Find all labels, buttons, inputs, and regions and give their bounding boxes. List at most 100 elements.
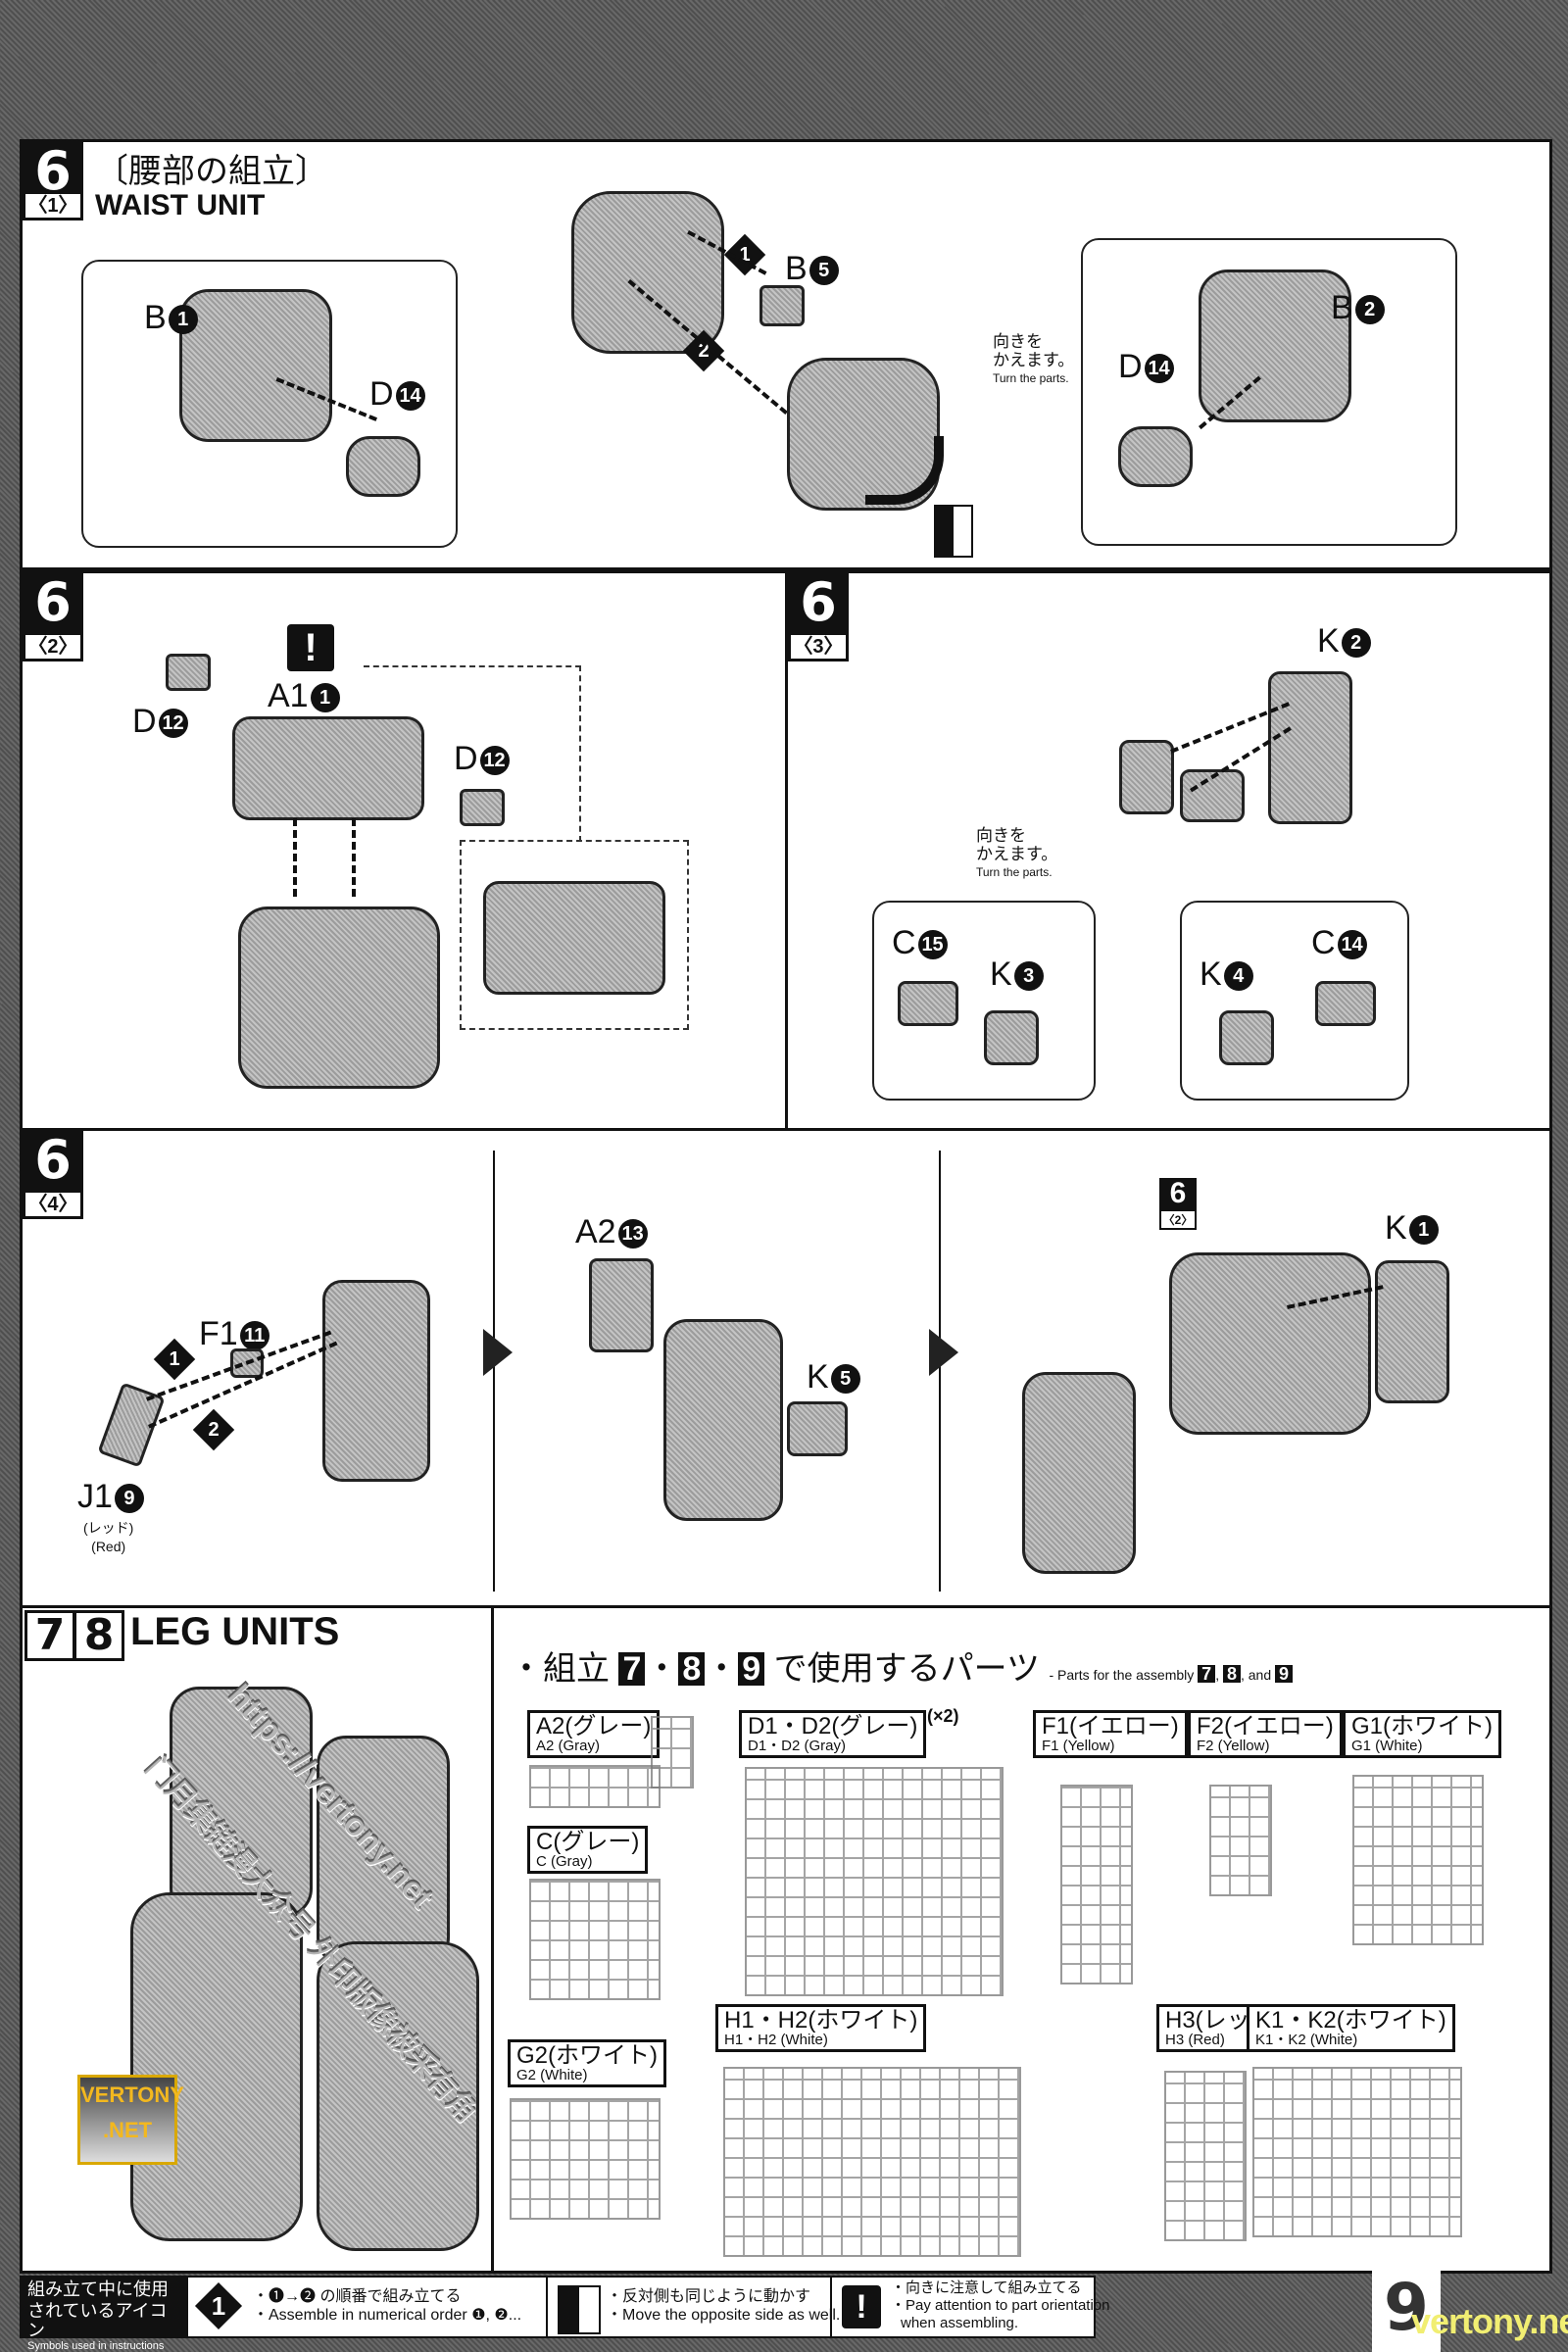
part-d14-drawing: [346, 436, 420, 497]
runner-h3-drawing: [1164, 2071, 1247, 2241]
substep-number: 〈1〉: [23, 191, 83, 220]
part-b5-drawing: [760, 285, 805, 326]
runner-qty-d1-d2: (×2): [927, 1706, 959, 1726]
ref-step-6-2: 6 〈2〉: [1159, 1178, 1197, 1230]
parts-list-panel: ・組立 7・8・9 で使用するパーツ - Parts for the assem…: [491, 1605, 1552, 2274]
legend-item-attention: ! ・向きに注意して組み立てる ・Pay attention to part o…: [830, 2278, 1109, 2336]
legend-item-order: 1 ・❶→❷ の順番で組み立てる ・Assemble in numerical …: [188, 2278, 546, 2336]
ref-substep-number: 〈2〉: [1159, 1209, 1197, 1230]
order-diamond-icon: 1: [194, 2281, 243, 2330]
part-k5-drawing: [787, 1401, 848, 1456]
substep-number: 〈3〉: [788, 632, 849, 662]
part-b2-drawing: [1199, 270, 1351, 422]
heading-prefix: ・組立: [510, 1650, 610, 1688]
heading-en: - Parts for the assembly 7, 8, and 9: [1049, 1665, 1294, 1683]
order-2-diamond: 2: [682, 329, 725, 372]
attention-icon: !: [287, 624, 334, 671]
ref-step-number: 6: [1159, 1178, 1197, 1209]
runner-h1-h2-drawing: [723, 2067, 1021, 2257]
runner-a2-drawing: [651, 1716, 694, 1788]
next-step-arrow-icon: [483, 1329, 513, 1376]
step-7-number: 7: [24, 1610, 75, 1661]
runner-label-g1: G1(ホワイト)G1 (White): [1343, 1710, 1501, 1758]
runner-label-f2: F2(イエロー)F2 (Yellow): [1188, 1710, 1343, 1758]
order-2-diamond: 2: [192, 1408, 235, 1451]
part-d12-drawing: [166, 654, 211, 691]
heading-sep: ・: [645, 1650, 679, 1688]
runner-g2-drawing: [510, 2098, 661, 2220]
legend-heading-jp1: 組み立て中に使用: [27, 2279, 169, 2299]
step-number: 6: [23, 142, 83, 198]
badge-line1: VERTONY: [80, 2082, 184, 2107]
part-k3-drawing: [984, 1010, 1039, 1065]
attention-icon: !: [842, 2285, 881, 2328]
part-k1-drawing: [1375, 1260, 1449, 1403]
badge-line2: .NET: [102, 2118, 153, 2142]
runner-label-h1-h2: H1・H2(ホワイト)H1・H2 (White): [715, 2004, 927, 2052]
detail-dotted-box: [460, 840, 689, 1030]
part-c14-drawing: [1315, 981, 1376, 1026]
assembly-arrow: [352, 818, 356, 897]
legend-heading-en: Symbols used in instructions: [27, 2340, 165, 2352]
part-a2-drawing: [589, 1258, 654, 1352]
substep-number: 〈2〉: [23, 632, 83, 662]
heading-step-7: 7: [618, 1652, 646, 1686]
part-b1-drawing: [179, 289, 332, 442]
part-a1-underside-drawing: [483, 881, 665, 995]
substep-number: 〈4〉: [23, 1190, 83, 1219]
step-78-panel: 7 8 LEG UNITS https://vertony.net 门月集链漫大…: [20, 1605, 494, 2274]
runner-d1-d2-drawing: [745, 1767, 1004, 1996]
part-waist-back-drawing: [571, 191, 724, 354]
legend-item-opposite: ・反対側も同じように動かす ・Move the opposite side as…: [546, 2278, 840, 2336]
legend-heading-jp2: されているアイコン: [27, 2301, 168, 2340]
leg-left-drawing: [170, 1687, 313, 1918]
part-thigh-armor-drawing: [663, 1319, 783, 1521]
part-k2-drawing: [1268, 671, 1352, 824]
heading-step-9: 9: [738, 1652, 765, 1686]
runner-k1-k2-drawing: [1252, 2067, 1462, 2237]
runner-g1-drawing: [1352, 1775, 1484, 1945]
part-thigh-assembly-drawing: [1022, 1372, 1136, 1574]
leg-right-drawing: [317, 1736, 450, 1967]
runner-c-drawing: [529, 1879, 661, 2000]
step-number: 6: [23, 1131, 83, 1192]
part-c15-drawing: [898, 981, 958, 1026]
legend-opposite-text: ・反対側も同じように動かす ・Move the opposite side as…: [607, 2288, 841, 2324]
detail-dotted-leader: [364, 665, 581, 842]
runner-label-g2: G2(ホワイト)G2 (White): [508, 2039, 666, 2087]
step-number: 6: [788, 573, 849, 634]
heading-step-8: 8: [678, 1652, 706, 1686]
leg-right-lower-drawing: [317, 1941, 479, 2251]
legend-order-text: ・❶→❷ の順番で組み立てる ・Assemble in numerical or…: [253, 2288, 522, 2324]
symbols-legend: 組み立て中に使用 されているアイコン Symbols used in instr…: [20, 2276, 1109, 2352]
part-thigh-drawing: [322, 1280, 430, 1482]
part-a1-drawing: [232, 716, 424, 820]
step-title-jp: 〔腰部の組立〕: [95, 153, 328, 190]
step-title-en: WAIST UNIT: [95, 189, 266, 221]
part-joint-right-drawing: [1180, 769, 1245, 822]
page-number: 9: [1372, 2264, 1441, 2352]
next-step-arrow-icon: [929, 1329, 958, 1376]
runner-f2-drawing: [1209, 1785, 1272, 1896]
assembly-arrow: [293, 818, 297, 897]
runner-label-c: C(グレー)C (Gray): [527, 1826, 649, 1874]
